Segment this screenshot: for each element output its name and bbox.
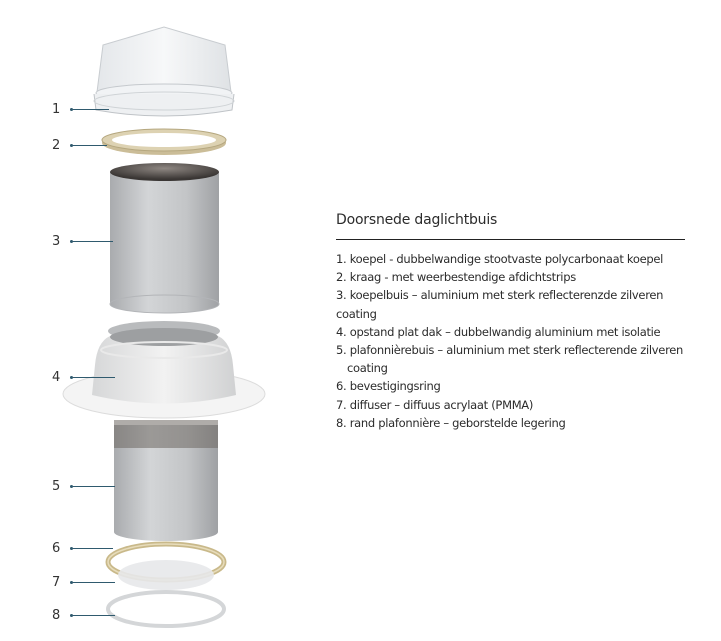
legend-item-7: 7. diffuser – diffuus acrylaat (PMMA) [336,396,686,414]
legend-number: 1. [336,252,347,266]
leader-line [73,485,115,487]
upper-tube-part [109,163,220,314]
leader-dot-icon [70,580,73,584]
callout-3: 3 [52,232,113,250]
legend-text-continuation: coating [347,361,388,376]
collar-part [101,128,227,155]
legend-item-5: 5. plafonnièrebuis – aluminium met sterk… [336,341,686,377]
callout-number: 2 [52,137,61,153]
callout-number: 8 [52,607,61,623]
callout-4: 4 [52,368,115,386]
legend-number: 8. [336,415,347,430]
leader-line [73,240,113,242]
leader-line [73,144,107,146]
callout-7: 7 [52,573,115,591]
callout-5: 5 [52,477,115,495]
dome-part [93,26,235,117]
callout-number: 1 [52,101,61,117]
legend-text: koepel - dubbelwandige stootvaste polyca… [349,252,664,266]
legend-item-3: 3. koepelbuis – aluminium met sterk refl… [336,286,686,322]
flashing-part [62,321,266,419]
legend-text: kraag - met weerbestendige afdichtstrips [349,270,576,285]
callout-6: 6 [52,539,113,557]
legend-number: 3. [336,288,347,303]
legend-item-4: 4. opstand plat dak – dubbelwandig alumi… [336,323,686,341]
legend-text: plafonnièrebuis – aluminium met sterk re… [349,343,684,358]
legend-item-2: 2. kraag - met weerbestendige afdichtstr… [336,268,686,286]
leader-line [73,547,113,549]
legend-item-6: 6. bevestigingsring [336,377,686,395]
legend-divider [336,239,685,240]
legend-text: bevestigingsring [349,379,441,394]
legend-number: 5. [336,343,347,358]
callout-number: 4 [52,369,61,385]
trim-ring-part [106,590,226,628]
leader-dot-icon [70,546,73,550]
leader-dot-icon [70,107,73,111]
callout-8: 8 [52,606,115,624]
leader-dot-icon [70,239,73,243]
legend-title: Doorsnede daglichtbuis [336,212,498,228]
legend-item-1: 1. koepel - dubbelwandige stootvaste pol… [336,250,686,268]
leader-dot-icon [70,484,73,488]
exploded-view-diagram [62,26,266,628]
callout-number: 3 [52,233,61,249]
leader-line [73,376,115,378]
legend: Doorsnede daglichtbuis 1. koepel - dubbe… [336,212,686,432]
legend-text: rand plafonnière – geborstelde legering [349,415,566,430]
callout-number: 5 [52,478,61,494]
leader-dot-icon [70,143,73,147]
legend-text: diffuser – diffuus acrylaat (PMMA) [349,397,534,412]
callout-1: 1 [52,100,109,118]
leader-line [73,581,115,583]
legend-item-8: 8. rand plafonnière – geborstelde legeri… [336,414,686,432]
legend-number: 7. [336,397,347,412]
leader-dot-icon [70,613,73,617]
diffuser-part [118,560,214,590]
lower-tube-part [114,420,218,541]
leader-line [73,614,115,616]
legend-number: 6. [336,379,347,394]
leader-dot-icon [70,375,73,379]
legend-number: 4. [336,324,347,339]
legend-text: opstand plat dak – dubbelwandig aluminiu… [349,324,661,339]
leader-line [73,108,109,110]
legend-number: 2. [336,270,347,285]
callout-2: 2 [52,136,107,154]
callout-number: 7 [52,574,61,590]
callout-number: 6 [52,540,61,556]
legend-text: koepelbuis – aluminium met sterk reflect… [336,288,664,321]
